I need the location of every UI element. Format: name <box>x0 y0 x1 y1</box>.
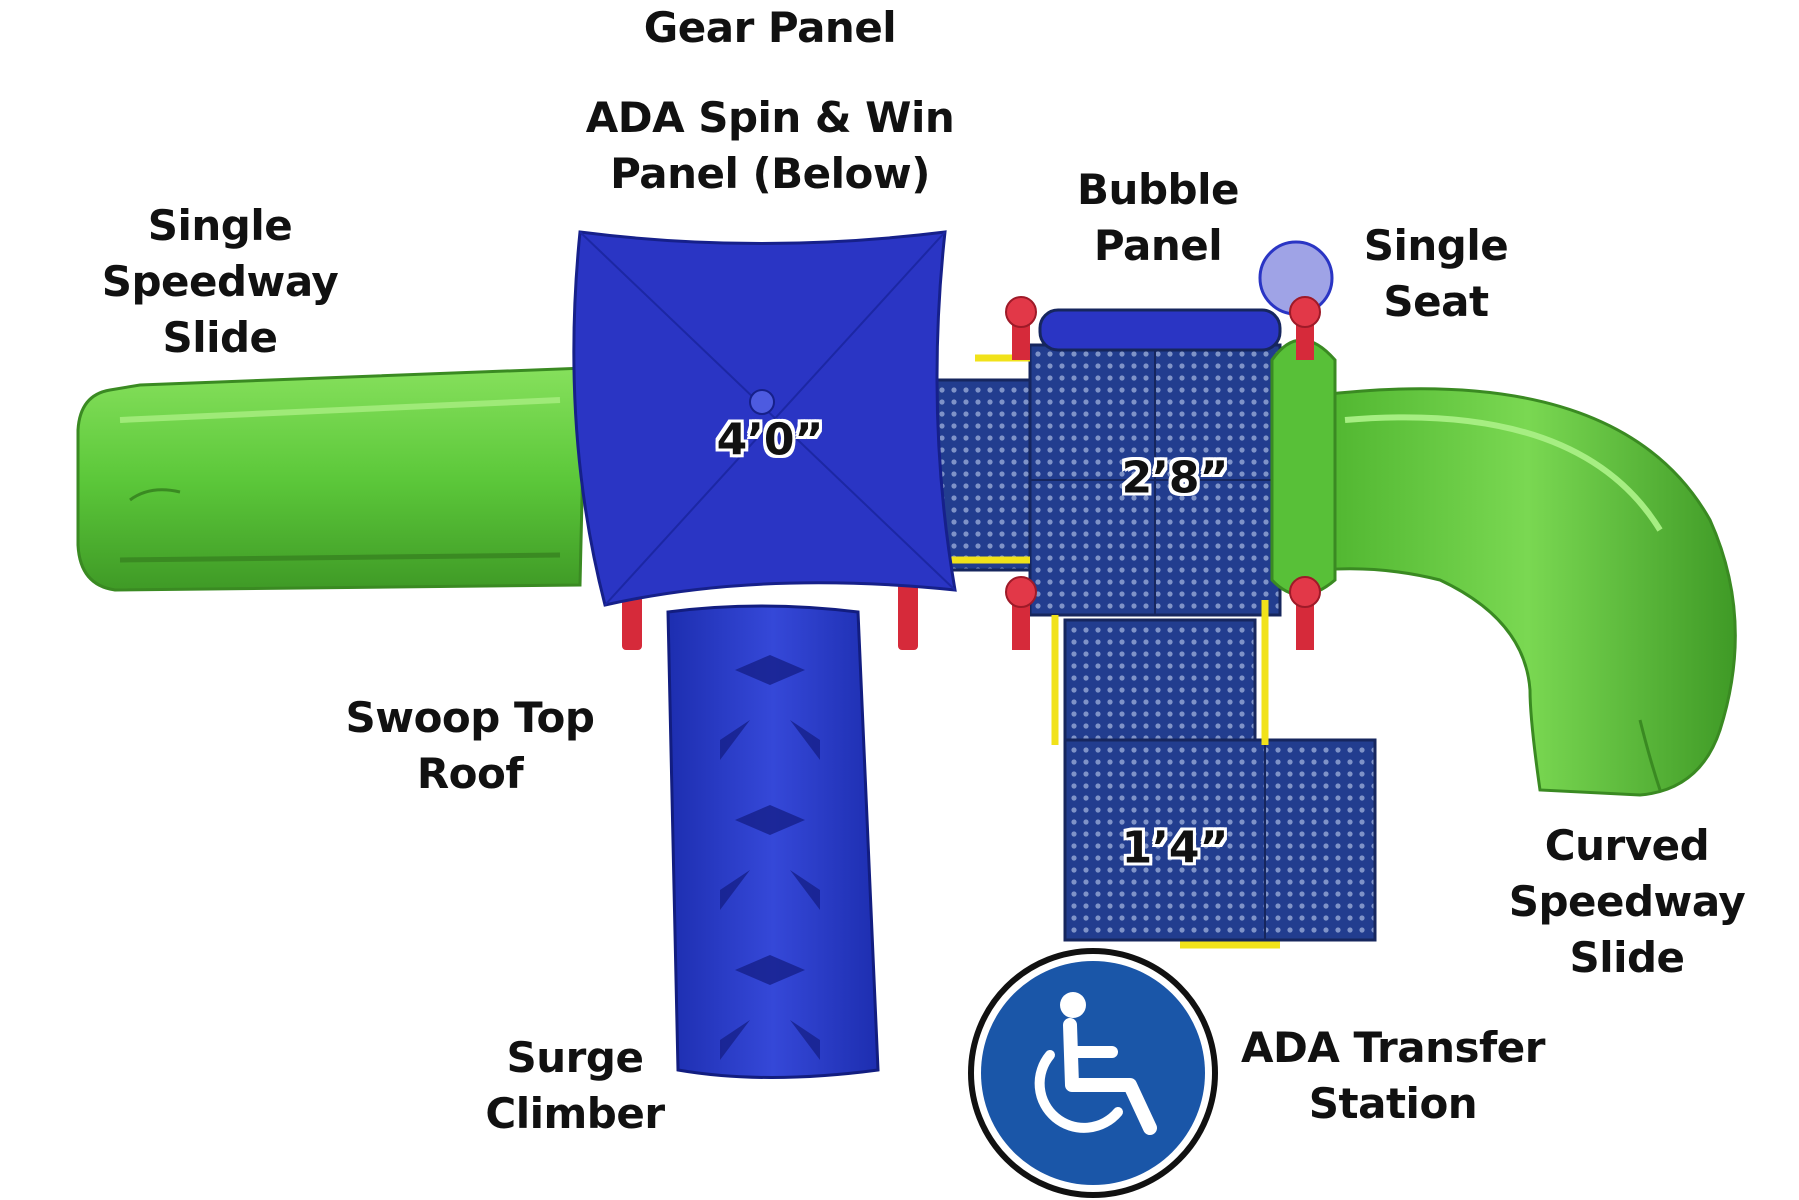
label-line: Bubble <box>1077 165 1239 214</box>
label-line: Panel (Below) <box>610 149 930 198</box>
label-line: Swoop Top <box>345 693 595 742</box>
support-posts <box>622 296 1321 650</box>
surge-climber <box>666 604 880 1079</box>
label-gear-panel: Gear Panel <box>643 0 897 56</box>
dimension-transfer-deck: 1’4” <box>1121 822 1229 874</box>
main-deck-2-8 <box>1028 343 1282 617</box>
label-bubble-panel: Bubble Panel <box>1077 162 1239 274</box>
label-single-seat: Single Seat <box>1364 218 1509 330</box>
label-surge-climber: Surge Climber <box>485 1030 665 1142</box>
label-line: Roof <box>416 749 524 798</box>
label-line: Station <box>1308 1079 1478 1128</box>
label-line: Panel <box>1093 221 1223 270</box>
single-speedway-slide <box>76 366 587 592</box>
swoop-top-roof <box>572 230 957 607</box>
label-line: Speedway <box>101 257 339 306</box>
label-single-speedway-slide: Single Speedway Slide <box>102 198 339 366</box>
label-gear-panel-text: Gear Panel <box>643 3 897 52</box>
label-line: Single <box>1363 221 1509 270</box>
transfer-step-deck <box>1063 618 1257 742</box>
yellow-rails <box>945 354 1280 949</box>
label-ada-transfer-station: ADA Transfer Station <box>1241 1020 1545 1132</box>
single-seat <box>1258 240 1337 597</box>
label-line: Speedway <box>1508 877 1746 926</box>
dimension-roof-deck: 4’0” <box>716 414 824 466</box>
label-line: Slide <box>162 313 278 362</box>
label-line: Climber <box>485 1089 665 1138</box>
label-swoop-top-roof: Swoop Top Roof <box>346 690 595 802</box>
label-line: Seat <box>1383 277 1489 326</box>
wheelchair-icon <box>968 948 1218 1198</box>
label-line: Surge <box>506 1033 644 1082</box>
label-line: Slide <box>1569 933 1685 982</box>
bubble-panel <box>1038 308 1282 352</box>
label-line: ADA Spin & Win <box>585 93 955 142</box>
lower-deck-1-4 <box>1063 738 1377 942</box>
label-ada-spin-win-panel: ADA Spin & Win Panel (Below) <box>586 90 955 202</box>
label-curved-speedway-slide: Curved Speedway Slide <box>1509 818 1746 986</box>
label-line: Single <box>147 201 293 250</box>
dimension-main-deck: 2’8” <box>1121 452 1229 504</box>
label-line: Curved <box>1544 821 1710 870</box>
label-line: ADA Transfer <box>1241 1023 1545 1072</box>
curved-speedway-slide <box>1318 387 1737 797</box>
